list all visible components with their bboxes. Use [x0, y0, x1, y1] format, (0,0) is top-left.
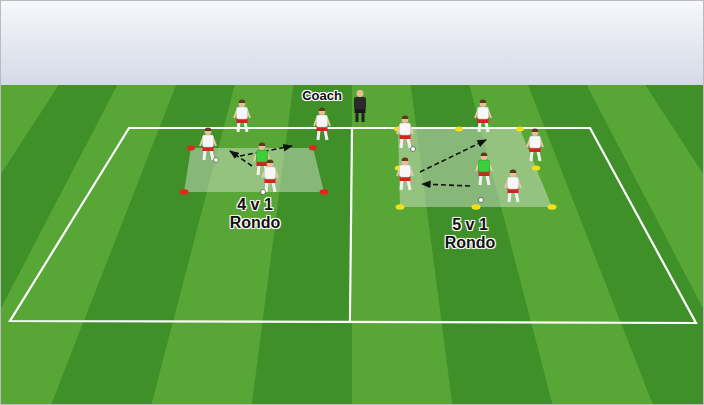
players: [200, 90, 543, 202]
balls: [214, 147, 484, 203]
pitch-lines: [10, 128, 696, 323]
sky: [0, 0, 704, 86]
grid-area: [398, 129, 552, 207]
drill-label: 4 v 1 Rondo: [224, 196, 286, 231]
cones-yellow: [394, 127, 557, 210]
grass-stripes: [0, 85, 704, 405]
drill-label: 5 v 1 Rondo: [439, 216, 501, 251]
coach-label: Coach: [287, 89, 357, 103]
cones-red: [180, 146, 329, 195]
